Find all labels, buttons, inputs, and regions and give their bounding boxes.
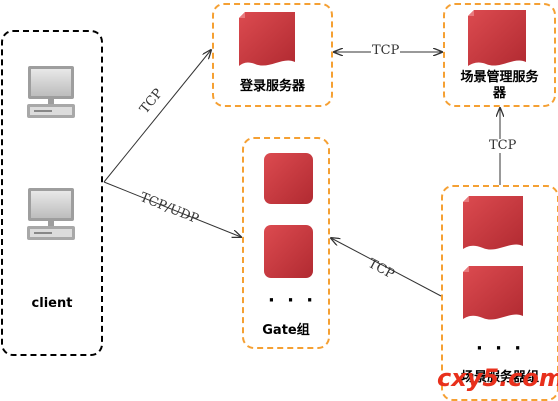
login-server-group [212,3,333,107]
scene-manager-label-line1: 场景管理服务 [460,70,539,85]
client-group [1,30,103,356]
scene-servers-label: 场景服务器组 [460,370,539,385]
gate-ellipsis: · · · [268,290,317,311]
gate-group-label: Gate组 [262,323,310,338]
edge-client-gate [103,181,241,237]
server-document-icon [239,12,295,66]
server-document-icon [463,196,523,250]
server-block-icon [264,153,313,204]
scene-servers-ellipsis: · · · [476,338,525,359]
edge-label-scene-manager: TCP [488,138,518,153]
computer-icon [27,66,75,118]
watermark-logo: cxy5.com [437,364,558,392]
server-document-icon [468,10,526,66]
scene-manager-label-line2: 器 [492,86,506,101]
server-block-icon [264,225,313,278]
login-server-label: 登录服务器 [239,79,305,94]
scene-manager-group [443,3,556,107]
client-label: client [31,296,73,311]
edge-client-login [103,50,211,183]
computer-icon [27,188,75,240]
edge-scene-gate [331,238,442,297]
server-document-icon [463,266,523,320]
edge-label-login-manager: TCP [371,43,401,58]
